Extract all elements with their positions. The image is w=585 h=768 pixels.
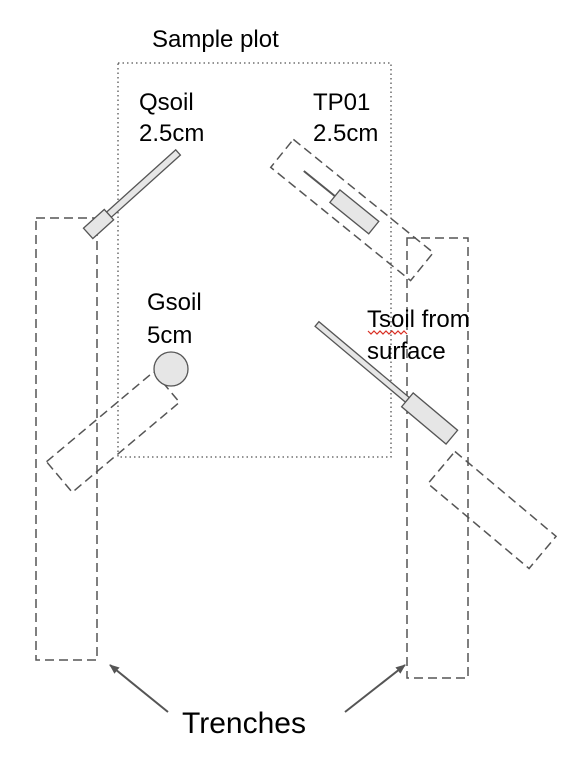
right-trench-arrow	[344, 664, 406, 713]
left-trench-arrow	[109, 664, 169, 713]
qsoil-label: Qsoil	[139, 89, 194, 116]
tp01-plate	[328, 189, 380, 235]
qsoil-sensor	[82, 148, 182, 240]
sample-plot-boundary	[117, 62, 392, 458]
spellcheck-underline	[367, 330, 408, 335]
qsoil-probe-body	[82, 208, 115, 240]
tp01-depth-label: 2.5cm	[313, 120, 378, 147]
tsoil-label-line2: surface	[367, 338, 446, 365]
tp01-label: TP01	[313, 89, 370, 116]
tsoil-label-line1: Tsoil from	[367, 306, 470, 333]
sample-plot-title: Sample plot	[152, 26, 279, 53]
tsoil-probe-body	[400, 392, 459, 445]
qsoil-probe-rod	[105, 148, 182, 219]
gsoil-depth-label: 5cm	[147, 322, 192, 349]
gsoil-label: Gsoil	[147, 289, 202, 316]
qsoil-depth-label: 2.5cm	[139, 120, 204, 147]
tp01-sensor	[303, 170, 380, 235]
gsoil-plate	[153, 351, 189, 387]
right-trench	[406, 237, 469, 679]
tp01-probe-wire	[303, 170, 336, 197]
tsoil-install-trench	[426, 450, 558, 570]
tsoil-sensor	[314, 320, 459, 445]
tp01-install-trench	[269, 138, 435, 282]
trenches-label: Trenches	[182, 707, 306, 740]
left-trench	[35, 217, 98, 661]
gsoil-install-trench	[45, 370, 181, 494]
